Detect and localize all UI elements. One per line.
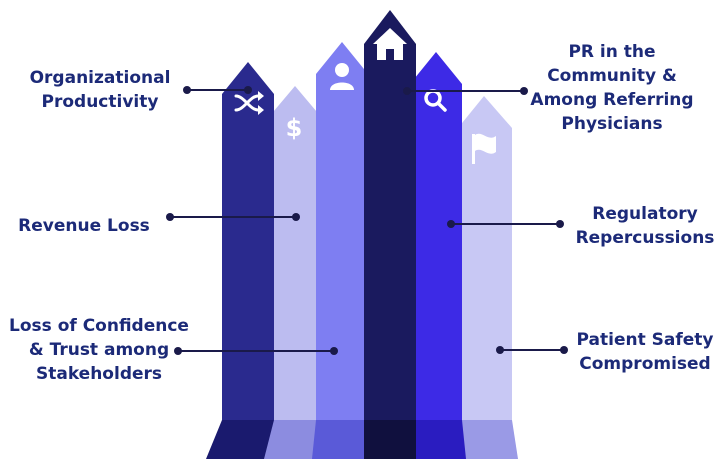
connector-regulatory xyxy=(447,220,564,228)
label-organizational-productivity: Organizational Productivity xyxy=(29,68,171,112)
connector-productivity xyxy=(183,86,252,94)
label-pr-in-community: PR in the Community & Among Referring Ph… xyxy=(530,42,694,134)
label-loss-of-confidence: Loss of Confidence & Trust among Stakeho… xyxy=(9,316,189,384)
label-regulatory-repercussions: Regulatory Repercussions xyxy=(575,204,714,248)
label-revenue-loss: Revenue Loss xyxy=(18,216,150,236)
arrow-pr xyxy=(364,10,416,459)
arrow-regulatory xyxy=(410,52,466,459)
connector-revenue xyxy=(166,213,300,221)
arrow-patient-safety xyxy=(458,96,518,459)
arrow-confidence xyxy=(312,42,368,459)
dollar-icon: $ xyxy=(286,114,303,142)
arrow-revenue xyxy=(262,86,322,459)
shuffle-icon xyxy=(234,91,264,115)
home-icon xyxy=(373,28,407,60)
user-icon xyxy=(330,63,354,90)
connector-pr xyxy=(403,87,528,95)
label-patient-safety: Patient Safety Compromised xyxy=(576,330,714,374)
connector-patient-safety xyxy=(496,346,568,354)
arrow-productivity xyxy=(206,62,274,459)
connector-confidence xyxy=(174,347,338,355)
flag-icon xyxy=(472,133,496,164)
